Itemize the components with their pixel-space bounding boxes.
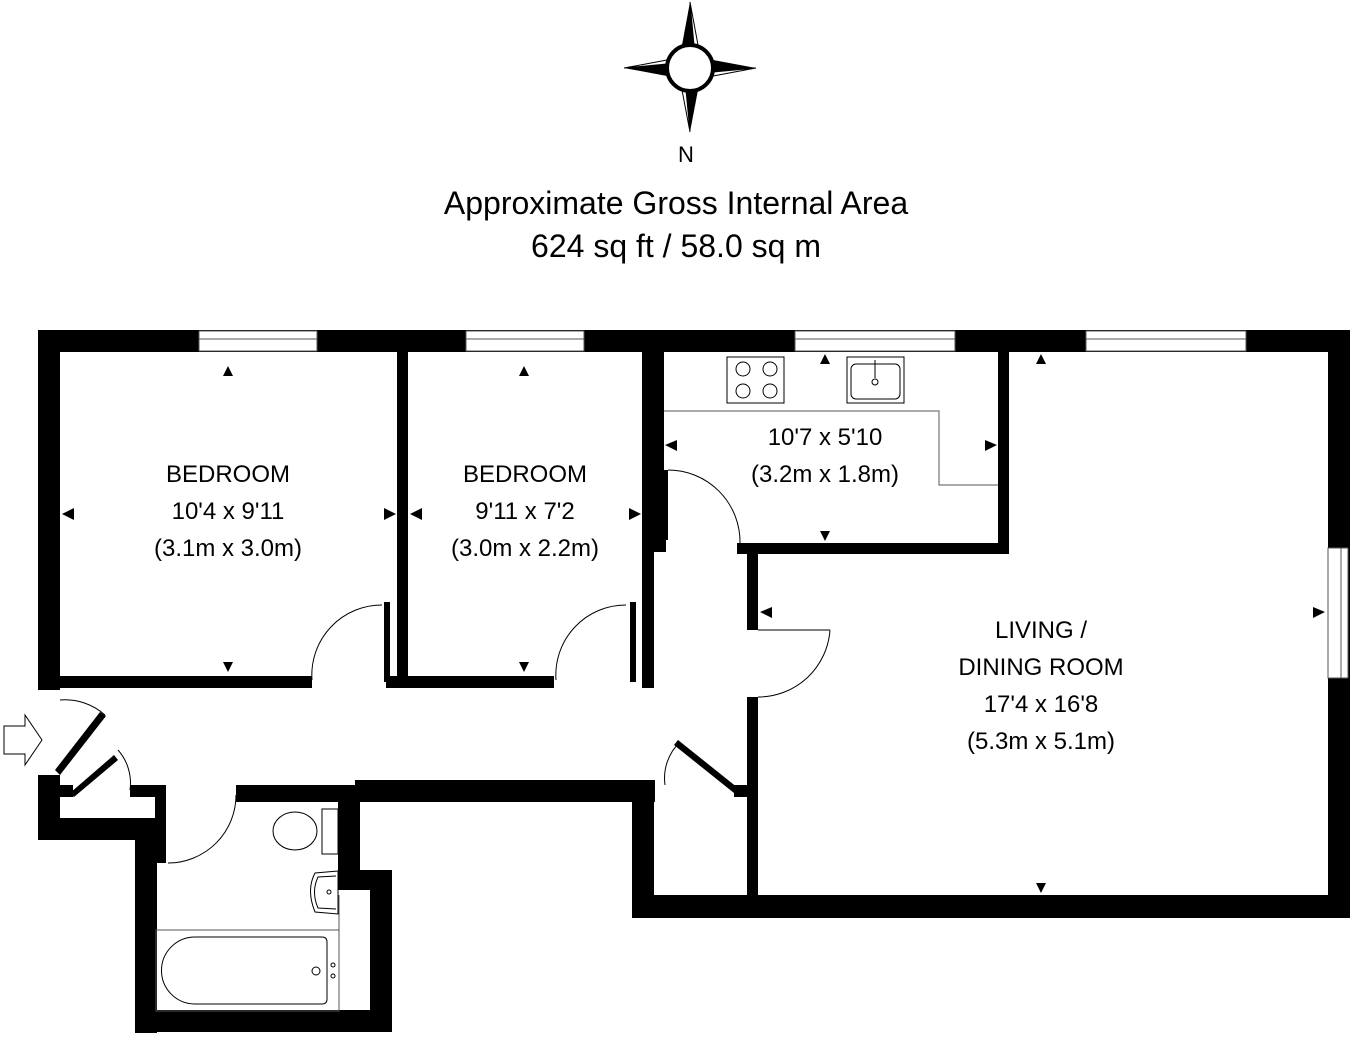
doors [59,469,831,864]
room-label-bedroom-2: BEDROOM 9'11 x 7'2 (3.0m x 2.2m) [451,456,599,567]
room-dims-metric: (3.1m x 3.0m) [153,535,303,562]
room-dims-metric: (3.0m x 2.2m) [450,535,600,562]
kitchen-worktop [664,410,998,486]
room-name: BEDROOM [165,461,290,488]
kitchen-sink-icon [846,356,905,404]
compass-rose-icon [623,1,757,133]
windows [198,330,1349,679]
room-label-kitchen: 10'7 x 5'10 (3.2m x 1.8m) [751,419,899,493]
room-dims-imperial: 17'4 x 16'8 [983,691,1099,718]
room-dims-imperial: 9'11 x 7'2 [475,498,575,525]
room-name-line1: LIVING / [994,617,1088,644]
room-label-bedroom-1: BEDROOM 10'4 x 9'11 (3.1m x 3.0m) [154,456,302,567]
door-leaves [55,712,738,797]
hob-icon [726,356,785,404]
room-dims-imperial: 10'7 x 5'10 [767,424,883,451]
dimension-arrows [62,354,1325,893]
room-dims-imperial: 10'4 x 9'11 [171,498,285,525]
walls [38,330,1350,1033]
room-dims-metric: (5.3m x 5.1m) [966,728,1116,755]
bath-icon [155,929,340,1012]
basin-icon [310,870,339,915]
north-label: N [678,142,694,167]
entrance-arrow-icon [3,713,43,767]
toilet-icon [272,808,339,855]
room-dims-metric: (3.2m x 1.8m) [750,461,900,488]
area-value: 624 sq ft / 58.0 sq m [531,228,821,264]
room-name: BEDROOM [462,461,587,488]
room-label-living-dining: LIVING / DINING ROOM 17'4 x 16'8 (5.3m x… [958,612,1123,760]
area-title: Approximate Gross Internal Area [443,185,909,221]
room-name-line2: DINING ROOM [958,654,1124,681]
